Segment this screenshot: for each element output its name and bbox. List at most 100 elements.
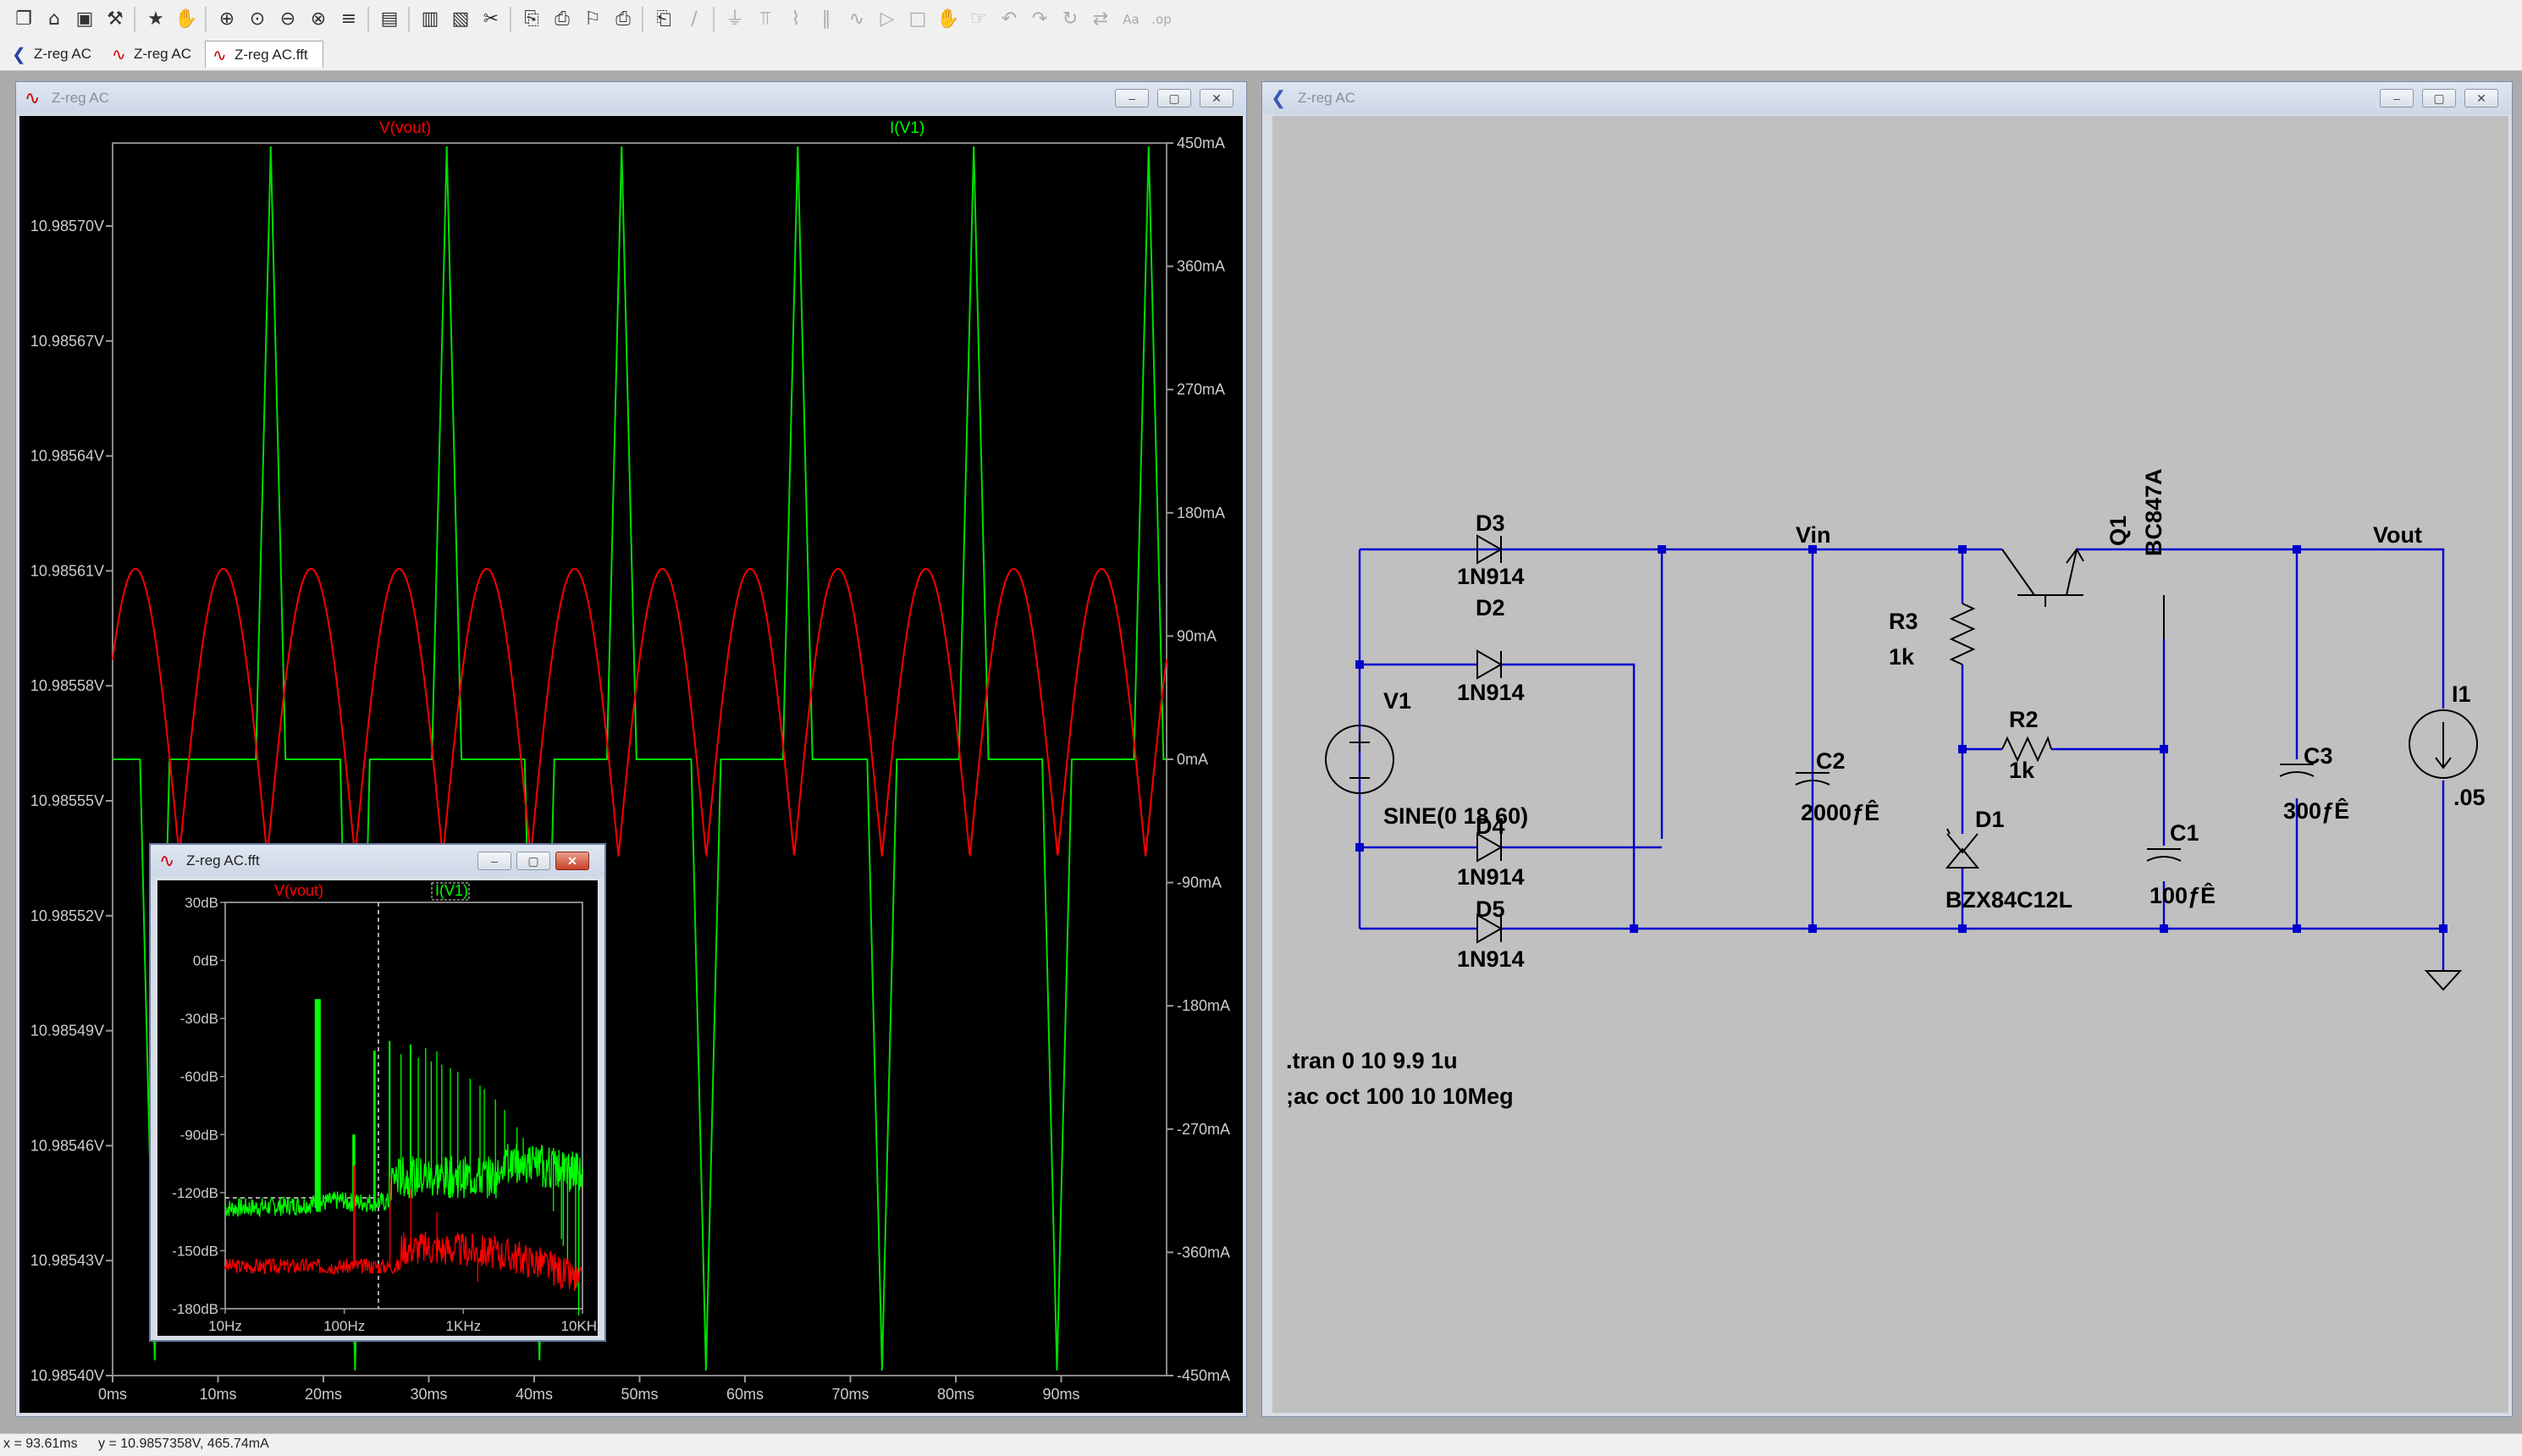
halt-icon[interactable]: ✋ bbox=[174, 8, 198, 30]
x-tick: 30ms bbox=[410, 1386, 447, 1403]
document-tab-bar: ❮ Z-reg AC ∿ Z-reg AC ∿ Z-reg AC.fft bbox=[0, 39, 2522, 71]
autoscale-icon[interactable]: ≡ bbox=[340, 8, 357, 30]
label-c3-value: 300ƒÊ bbox=[2283, 797, 2349, 824]
restore-button[interactable]: ▢ bbox=[1157, 89, 1191, 108]
move-icon[interactable]: ✋ bbox=[936, 8, 960, 30]
component-icon[interactable]: □ bbox=[908, 8, 927, 30]
save-icon[interactable]: ▣ bbox=[75, 8, 94, 30]
x-tick: 90ms bbox=[1042, 1386, 1079, 1403]
directive-tran: .tran 0 10 9.9 1u bbox=[1286, 1048, 1458, 1073]
print-preview-icon[interactable]: ⎗ bbox=[656, 8, 671, 30]
run-icon[interactable]: ★ bbox=[147, 8, 164, 30]
spice-directive-icon[interactable]: .op bbox=[1151, 12, 1172, 27]
new-schematic-icon[interactable]: ❐ bbox=[15, 8, 32, 30]
copy-icon[interactable]: ⎘ bbox=[524, 8, 539, 30]
fft-plot[interactable]: 30dB0dB-30dB-60dB-90dB-120dB-150dB-180dB… bbox=[157, 880, 604, 1336]
zoom-cancel-icon[interactable]: ⊗ bbox=[310, 8, 327, 30]
window-titlebar[interactable]: ∿ Z-reg AC.fft – ▢ ✕ bbox=[151, 845, 604, 877]
wire-icon[interactable]: ∕ bbox=[691, 8, 698, 30]
close-button[interactable]: ✕ bbox=[1200, 89, 1233, 108]
plot-frame bbox=[224, 902, 583, 1310]
label-r2: R2 bbox=[2009, 707, 2039, 732]
trace-label-vout[interactable]: V(vout) bbox=[274, 882, 323, 899]
cascade-icon[interactable]: ▧ bbox=[451, 8, 470, 30]
label-q1-model: BC847A bbox=[2141, 468, 2166, 556]
trace-label-vout[interactable]: V(vout) bbox=[379, 119, 431, 137]
y-left-tick: 10.98543V bbox=[30, 1252, 104, 1269]
cut-icon[interactable]: ✂ bbox=[483, 8, 499, 30]
zoom-full-icon[interactable]: ⊙ bbox=[249, 8, 266, 30]
trace-label-iv1[interactable]: I(V1) bbox=[890, 119, 924, 137]
schematic-canvas[interactable]: D3 1N914 D2 1N914 D4 1N914 D5 1N914 V1 S… bbox=[1272, 116, 2508, 1413]
schematic-icon: ❮ bbox=[1271, 87, 1287, 108]
restore-button[interactable]: ▢ bbox=[516, 852, 550, 870]
toolbar-separator bbox=[367, 7, 369, 32]
y-tick: 0dB bbox=[193, 953, 218, 969]
minimize-button[interactable]: – bbox=[477, 852, 511, 870]
ground-symbol bbox=[2424, 970, 2463, 991]
rotate-icon[interactable]: ↻ bbox=[1062, 8, 1079, 30]
current-source-i1 bbox=[2409, 709, 2478, 779]
x-tick: 40ms bbox=[516, 1386, 553, 1403]
y-tick: -120dB bbox=[172, 1185, 218, 1201]
waveform-plot[interactable]: 10.98570V10.98567V10.98564V10.98561V10.9… bbox=[19, 116, 1243, 1413]
x-tick: 100Hz bbox=[323, 1318, 365, 1334]
zener-d1 bbox=[1945, 828, 1980, 869]
tab-fft[interactable]: ∿ Z-reg AC.fft bbox=[205, 41, 323, 68]
label-vout: Vout bbox=[2373, 522, 2422, 548]
x-tick: 50ms bbox=[621, 1386, 658, 1403]
diodes bbox=[1476, 534, 1980, 944]
spice-directives[interactable]: .tran 0 10 9.9 1u ;ac oct 100 10 10Meg bbox=[1286, 1048, 1514, 1109]
trace-label-iv1[interactable]: I(V1) bbox=[435, 882, 468, 899]
directive-ac: ;ac oct 100 10 10Meg bbox=[1286, 1084, 1514, 1109]
ground-icon[interactable]: ⏚ bbox=[725, 8, 744, 30]
label-d2: D2 bbox=[1476, 595, 1505, 620]
close-button[interactable]: ✕ bbox=[555, 852, 589, 870]
diode-icon[interactable]: ▷ bbox=[880, 8, 895, 30]
mirror-icon[interactable]: ⇄ bbox=[1092, 8, 1109, 30]
print-icon[interactable]: ⎙ bbox=[615, 8, 631, 30]
minimize-button[interactable]: – bbox=[2380, 89, 2414, 108]
capacitor-c1 bbox=[2146, 848, 2182, 862]
drag-icon[interactable]: ☞ bbox=[970, 8, 987, 30]
window-titlebar[interactable]: ∿ Z-reg AC – ▢ ✕ bbox=[16, 82, 1246, 114]
control-panel-icon[interactable]: ⚒ bbox=[107, 8, 124, 30]
close-button[interactable]: ✕ bbox=[2464, 89, 2498, 108]
label-d4-model: 1N914 bbox=[1457, 864, 1525, 890]
waveform-icon: ∿ bbox=[159, 850, 175, 871]
window-title: Z-reg AC bbox=[52, 90, 110, 106]
text-icon[interactable]: Aa bbox=[1123, 12, 1140, 27]
y-right-tick: 0mA bbox=[1177, 751, 1208, 768]
label-r3: R3 bbox=[1889, 609, 1918, 634]
main-toolbar: ❐ ⌂ ▣ ⚒ ★ ✋ ⊕ ⊙ ⊖ ⊗ ≡ ▤ ▥ ▧ ✂ ⎘ ⎙ ⚐ ⎙ ⎗ ∕ ⏚ ⫪ ⌇ ∥ ∿ ▷ □ ✋ ☞ ↶ ↷ ↻ ⇄ Aa .op bbox=[0, 0, 2522, 40]
label-icon[interactable]: ⫪ bbox=[759, 8, 771, 30]
minimize-button[interactable]: – bbox=[1115, 89, 1149, 108]
undo-icon[interactable]: ↶ bbox=[1001, 8, 1018, 30]
zoom-out-icon[interactable]: ⊖ bbox=[279, 8, 296, 30]
fft-trace-iv1 bbox=[224, 999, 583, 1315]
redo-icon[interactable]: ↷ bbox=[1031, 8, 1048, 30]
tab-schematic[interactable]: ❮ Z-reg AC bbox=[5, 41, 105, 68]
resistor-icon[interactable]: ⌇ bbox=[791, 8, 801, 30]
schematic-diagram[interactable]: D3 1N914 D2 1N914 D4 1N914 D5 1N914 V1 S… bbox=[1272, 116, 2508, 1413]
find-icon[interactable]: ⚐ bbox=[584, 8, 601, 30]
tile-horizontal-icon[interactable]: ▥ bbox=[421, 8, 439, 30]
tile-vertical-icon[interactable]: ▤ bbox=[380, 8, 399, 30]
x-tick: 1KHz bbox=[446, 1318, 482, 1334]
y-left-tick: 10.98567V bbox=[30, 333, 104, 350]
zoom-in-icon[interactable]: ⊕ bbox=[218, 8, 235, 30]
schematic-window: ❮ Z-reg AC – ▢ ✕ bbox=[1261, 81, 2513, 1417]
label-q1: Q1 bbox=[2105, 516, 2131, 546]
window-titlebar[interactable]: ❮ Z-reg AC – ▢ ✕ bbox=[1262, 82, 2512, 114]
tab-waveform[interactable]: ∿ Z-reg AC bbox=[105, 41, 205, 68]
inductor-icon[interactable]: ∿ bbox=[848, 8, 865, 30]
paste-icon[interactable]: ⎙ bbox=[555, 8, 570, 30]
open-icon[interactable]: ⌂ bbox=[48, 8, 60, 30]
label-c2-value: 2000ƒÊ bbox=[1801, 799, 1879, 825]
capacitor-icon[interactable]: ∥ bbox=[821, 8, 831, 30]
restore-button[interactable]: ▢ bbox=[2422, 89, 2456, 108]
capacitor-c2 bbox=[1795, 772, 1830, 786]
diode-d3 bbox=[1476, 534, 1504, 565]
